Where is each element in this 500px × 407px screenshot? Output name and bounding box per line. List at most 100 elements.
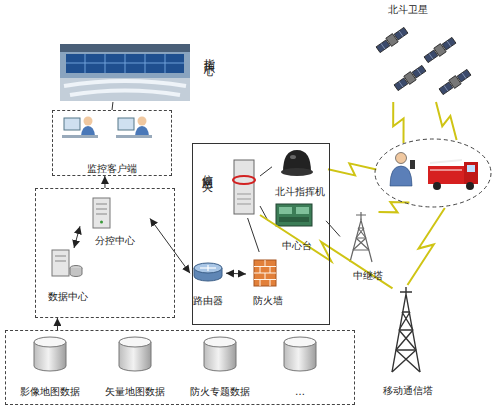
dashed-ellipse-outline: [375, 139, 491, 207]
server-node: 数据中心: [38, 248, 98, 303]
firewall-icon: [260, 267, 261, 274]
fire-truck-icon: [430, 170, 462, 171]
node-label: 北斗卫星: [360, 4, 455, 16]
database-server-icon: [55, 256, 66, 257]
operator-icon: [84, 117, 93, 126]
beidou-terminal-icon: [290, 155, 296, 159]
operator-icon: [62, 117, 98, 139]
server-icon: [93, 198, 110, 228]
fire-truck-icon: [433, 182, 441, 190]
gateway-server-icon: [237, 194, 251, 195]
node-label: 信息网关: [200, 166, 213, 174]
fire-truck-icon: [430, 160, 462, 163]
fire-truck-icon: [466, 182, 474, 190]
connector-line: [112, 102, 114, 110]
relay-tower-icon: [350, 220, 372, 262]
command-center-photo: [60, 44, 190, 101]
satellite-icon: [375, 26, 409, 54]
database-cylinder-icon: [204, 337, 236, 371]
node-label: 矢量地图数据: [95, 386, 175, 398]
gateway-server-icon: [233, 176, 255, 184]
connector-line: [326, 221, 340, 237]
firewall-node: 防火墙: [246, 252, 290, 307]
node-label: 防火专题数据: [180, 386, 260, 398]
gateway-server-icon: [237, 199, 251, 200]
relay-tower-icon: [350, 212, 372, 262]
node-label: 路由器: [190, 295, 226, 307]
database-server-icon: [55, 261, 66, 262]
satellite-icon: [393, 64, 427, 92]
router-node: 路由器: [190, 255, 226, 307]
node-label: 北斗指挥机: [272, 186, 328, 198]
database-cylinder: 矢量地图数据: [95, 336, 175, 398]
operator-icon: [116, 135, 152, 138]
operator-icon: [138, 117, 147, 126]
database-cylinder-icon: [284, 337, 316, 371]
relay-tower-icon: [356, 212, 366, 220]
gateway-server-icon: [234, 160, 254, 214]
connector-line: [74, 226, 80, 248]
server-group-box: 分控中心数据中心: [35, 188, 175, 318]
operator-icon: [62, 135, 98, 138]
relay-tower-icon: [353, 228, 369, 250]
server-icon: [100, 221, 103, 224]
beidou-terminal: 北斗指挥机: [272, 150, 328, 198]
database-cylinder: …: [260, 336, 340, 398]
satellite-icon: [423, 36, 457, 64]
satellite-icon: [375, 26, 472, 96]
mobile-tower-icon: [392, 294, 420, 372]
node-label: 数据中心: [38, 291, 98, 303]
person-icon: [390, 153, 415, 187]
command-center-photo: [60, 44, 190, 52]
database-group-box: 影像地图数据矢量地图数据防火专题数据…: [5, 330, 355, 405]
connector-line: [260, 167, 272, 176]
center-station-icon: [279, 207, 292, 214]
mobile-tower: 移动通信塔: [370, 285, 445, 397]
firewall-icon: [270, 280, 271, 287]
fire-truck-icon: [428, 166, 466, 184]
firewall-icon: [254, 260, 276, 286]
command-center-photo: [66, 54, 184, 73]
node-label: 防火墙: [246, 295, 290, 307]
router-icon: [194, 263, 222, 281]
relay-tower-icon: [353, 228, 369, 250]
node-label: 监控客户端: [53, 163, 171, 175]
database-cylinder-icon: [34, 337, 316, 371]
node-label: 分控中心: [80, 235, 150, 247]
router-icon: [207, 265, 208, 271]
gateway-server-icon: [233, 160, 255, 214]
field-unit-ellipse: [374, 138, 492, 208]
database-cylinder: 影像地图数据: [10, 336, 90, 398]
node-label: 中继塔: [340, 270, 395, 282]
command-center-photo: [64, 81, 186, 86]
database-cylinder: 防火专题数据: [180, 336, 260, 398]
node-label: 指挥中心: [202, 50, 215, 58]
router-icon: [194, 263, 222, 273]
mobile-tower-icon: [400, 287, 412, 294]
firewall-icon: [265, 260, 266, 267]
database-cylinder-icon: [34, 337, 66, 371]
wireless-link: [408, 208, 445, 285]
command-center: 指挥中心: [58, 42, 215, 102]
client-group-box: 监控客户端: [52, 110, 172, 176]
database-cylinder-icon: [119, 337, 151, 371]
center-station-icon: [276, 204, 312, 226]
center-station-icon: [276, 204, 312, 226]
satellite-group: 北斗卫星: [360, 2, 455, 102]
firewall-icon: [270, 267, 271, 274]
server-icon: [96, 214, 107, 215]
center-station-icon: [296, 207, 309, 214]
server-icon: [93, 198, 110, 228]
person-icon: [390, 166, 412, 186]
wireless-link: [328, 163, 376, 175]
gateway-group-box: 信息网关北斗指挥机中心台路由器防火墙: [192, 143, 330, 325]
firewall-icon: [254, 260, 276, 286]
operator-icon: [64, 118, 80, 130]
fire-truck-icon: [428, 160, 478, 190]
connector-line: [104, 176, 105, 188]
connector-line: [226, 273, 246, 275]
server-node: 分控中心: [80, 195, 150, 247]
database-server-icon: [70, 268, 82, 277]
